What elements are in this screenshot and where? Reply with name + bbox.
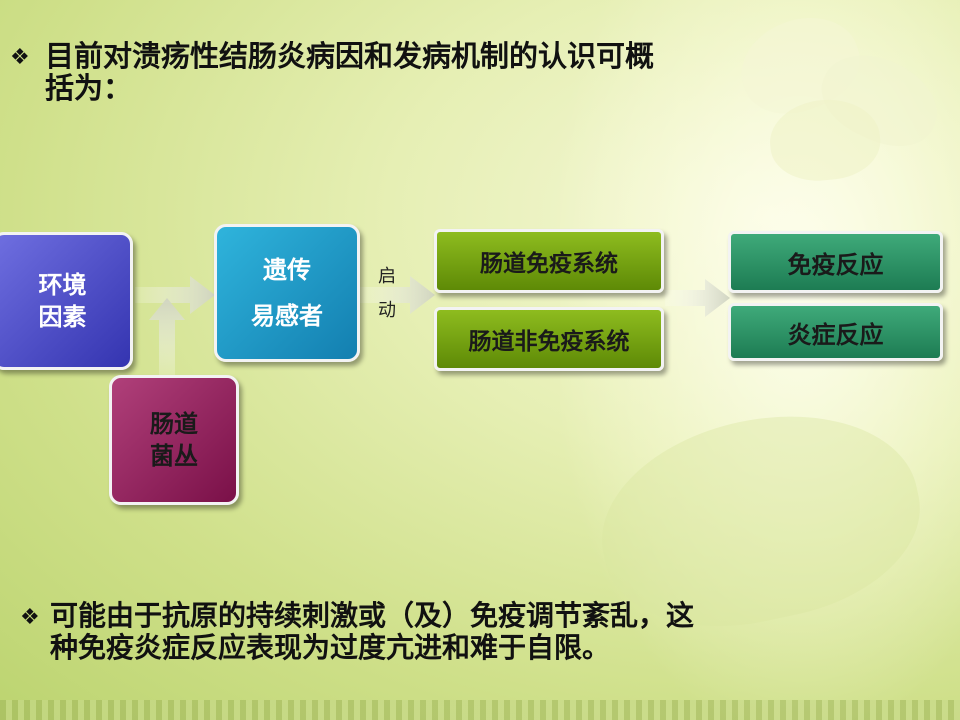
conclusion-text: 可能由于抗原的持续刺激或（及）免疫调节紊乱，这 种免疫炎症反应表现为过度亢进和难…: [50, 600, 950, 664]
trigger-label-line-2: 动: [378, 300, 396, 321]
intro-text: 目前对溃疡性结肠炎病因和发病机制的认识可概 括为：: [45, 40, 865, 104]
gut-flora-line-1: 肠道: [150, 410, 198, 438]
trigger-label: 启 动: [378, 260, 396, 328]
arrow-flora-up: [149, 298, 185, 375]
environment-factor-box: 环境 因素: [0, 232, 133, 370]
diamond-bullet-icon: ❖: [20, 605, 40, 630]
gut-non-immune-system-box: 肠道非免疫系统: [434, 307, 664, 371]
conclusion-text-line-1: 可能由于抗原的持续刺激或（及）免疫调节紊乱，这: [50, 599, 695, 632]
conclusion-text-line-2: 种免疫炎症反应表现为过度亢进和难于自限。: [50, 631, 611, 664]
immune-response-label: 免疫反应: [787, 250, 884, 279]
inflammatory-response-box: 炎症反应: [728, 303, 943, 361]
trigger-label-line-1: 启: [378, 266, 396, 287]
intro-text-line-2: 括为：: [45, 71, 133, 105]
gut-immune-system-label: 肠道免疫系统: [480, 251, 618, 277]
gut-immune-system-box: 肠道免疫系统: [434, 229, 664, 293]
environment-factor-line-2: 因素: [38, 303, 87, 331]
genetic-susceptible-line-2: 易感者: [251, 302, 323, 330]
genetic-susceptible-line-1: 遗传: [263, 256, 311, 284]
gut-flora-box: 肠道 菌丛: [109, 375, 239, 505]
diamond-bullet-icon: ❖: [10, 45, 30, 70]
arrow-gene-to-systems: [360, 276, 435, 314]
bottom-decorative-border: [0, 700, 960, 720]
intro-text-line-1: 目前对溃疡性结肠炎病因和发病机制的认识可概: [45, 39, 655, 73]
genetic-susceptible-box: 遗传 易感者: [214, 224, 360, 362]
gut-flora-line-2: 菌丛: [150, 442, 198, 470]
immune-response-box: 免疫反应: [728, 231, 943, 293]
gut-non-immune-system-label: 肠道非免疫系统: [468, 329, 630, 355]
inflammatory-response-label: 炎症反应: [787, 320, 884, 349]
arrow-env-to-gene: [135, 276, 215, 314]
environment-factor-line-1: 环境: [38, 271, 87, 299]
